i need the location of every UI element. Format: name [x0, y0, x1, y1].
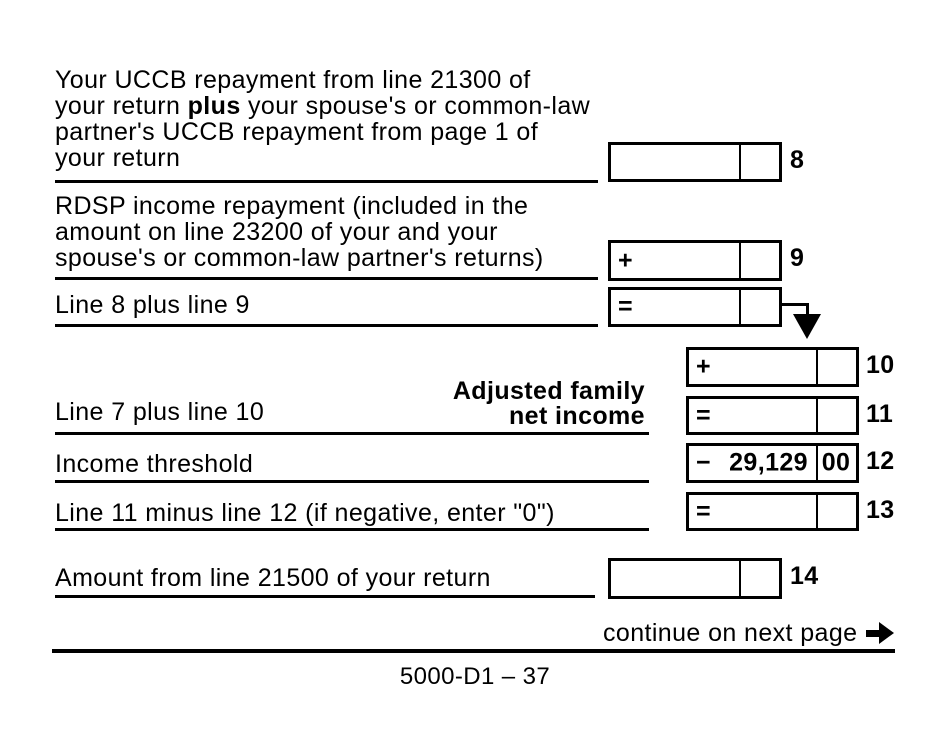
cents-divider	[816, 399, 818, 432]
adjusted-family-line2: net income	[509, 402, 645, 430]
line-number-12: 12	[866, 447, 895, 475]
row8-line2-post: your spouse's or common-law	[240, 92, 591, 120]
down-arrow-icon	[793, 314, 821, 339]
connector-horizontal	[782, 303, 809, 306]
row12-writing-line	[55, 480, 649, 483]
threshold-dollars-value: 29,129	[729, 448, 808, 477]
row8-line3: partner's UCCB repayment from page 1 of	[55, 118, 539, 146]
cents-divider	[739, 145, 741, 179]
row13-writing-line	[55, 528, 649, 531]
threshold-cents-value: 00	[821, 448, 851, 477]
amount-box-11[interactable]: =	[686, 396, 859, 435]
line-number-9: 9	[790, 244, 805, 272]
amount-box-14[interactable]	[608, 558, 782, 599]
row9-line2: amount on line 23200 of your and your	[55, 218, 498, 246]
row-sum89-label: Line 8 plus line 9	[55, 291, 250, 319]
row8-line1: Your UCCB repayment from line 21300 of	[55, 66, 531, 94]
amount-box-10[interactable]: +	[686, 347, 859, 387]
line-number-13: 13	[866, 496, 895, 524]
arrow-head	[879, 622, 894, 644]
amount-box-9[interactable]: +	[608, 240, 782, 281]
row9-description: RDSP income repayment (included in the a…	[55, 193, 544, 271]
cents-divider	[816, 350, 818, 384]
row9-writing-line	[55, 277, 598, 280]
row12-label: Income threshold	[55, 450, 254, 478]
amount-box-sum89[interactable]: =	[608, 287, 782, 327]
row14-writing-line	[55, 595, 595, 598]
row11-label: Line 7 plus line 10	[55, 398, 265, 426]
row8-line4: your return	[55, 144, 181, 172]
equals-operator: =	[696, 497, 711, 525]
line-number-14: 14	[790, 562, 819, 590]
cents-divider	[739, 290, 741, 324]
cents-divider	[739, 243, 741, 278]
plus-operator: +	[696, 352, 711, 381]
row11-writing-line	[55, 432, 649, 435]
line-number-10: 10	[866, 351, 895, 379]
plus-operator: +	[618, 246, 633, 274]
amount-box-13[interactable]: =	[686, 492, 859, 531]
row8-line2-bold: plus	[187, 92, 241, 120]
cents-divider	[816, 446, 818, 480]
amount-box-8[interactable]	[608, 142, 782, 182]
adjusted-family-net-income-label: Adjusted family net income	[300, 379, 645, 429]
row8-description: Your UCCB repayment from line 21300 of y…	[55, 67, 590, 171]
row8-line2: your return plus your spouse's or common…	[55, 93, 590, 119]
connector-vertical	[806, 303, 809, 316]
section-bottom-rule	[52, 649, 895, 653]
adjusted-family-line1: Adjusted family	[452, 377, 645, 405]
amount-box-12: − 29,129 00	[686, 443, 859, 483]
row13-label: Line 11 minus line 12 (if negative, ente…	[55, 499, 555, 527]
row-sum89-writing-line	[55, 324, 598, 327]
equals-operator: =	[696, 401, 711, 429]
continue-note: continue on next page	[603, 619, 858, 647]
row8-line2-pre: your return	[55, 92, 188, 120]
cents-divider	[816, 495, 818, 528]
arrow-shaft	[866, 630, 882, 637]
cents-divider	[739, 561, 741, 596]
line-number-11: 11	[866, 400, 894, 428]
page-footer: 5000-D1 – 37	[399, 663, 551, 690]
row8-writing-line	[55, 180, 598, 183]
row9-line1: RDSP income repayment (included in the	[55, 192, 529, 220]
row9-line3: spouse's or common-law partner's returns…	[55, 244, 544, 272]
equals-operator: =	[618, 292, 633, 321]
row14-label: Amount from line 21500 of your return	[55, 564, 491, 592]
minus-operator: −	[696, 448, 711, 477]
line-number-8: 8	[790, 146, 805, 174]
